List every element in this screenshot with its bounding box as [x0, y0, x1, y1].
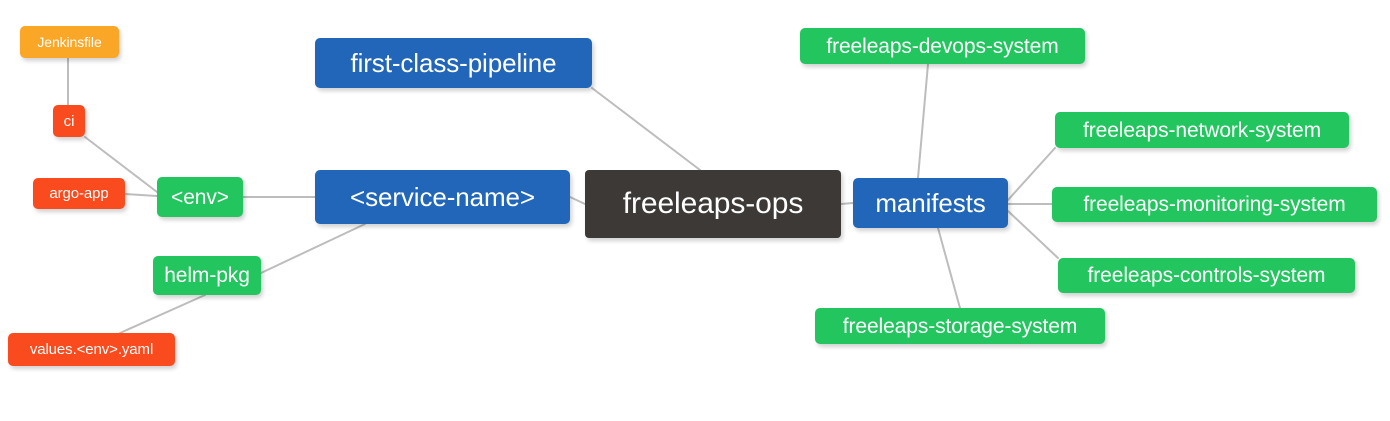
edge-freeleaps-ops-to-service-name: [569, 196, 586, 205]
mindmap-node-freeleaps-storage-system[interactable]: freeleaps-storage-system: [815, 308, 1105, 344]
edge-manifests-to-freeleaps-storage-system: [937, 227, 961, 309]
node-label: freeleaps-monitoring-system: [1083, 193, 1346, 216]
edge-env-to-argo-app: [124, 193, 158, 197]
node-label: freeleaps-devops-system: [826, 34, 1059, 58]
edge-freeleaps-ops-to-manifests: [840, 202, 854, 205]
edge-manifests-to-freeleaps-devops-system: [917, 63, 929, 179]
node-label: Jenkinsfile: [37, 34, 102, 50]
node-label: freeleaps-controls-system: [1087, 264, 1326, 287]
node-label: freeleaps-ops: [622, 187, 804, 220]
edge-helm-pkg-to-values-env-yaml: [119, 294, 206, 334]
node-label: freeleaps-network-system: [1082, 118, 1321, 142]
node-label: argo-app: [49, 185, 109, 202]
node-label: <env>: [171, 185, 229, 209]
mindmap-node-service-name[interactable]: <service-name>: [315, 170, 570, 224]
mindmap-node-argo-app[interactable]: argo-app: [33, 178, 125, 209]
edge-service-name-to-helm-pkg: [260, 223, 366, 274]
node-label: ci: [63, 112, 75, 130]
mindmap-node-freeleaps-ops[interactable]: freeleaps-ops: [585, 170, 841, 238]
node-label: manifests: [875, 188, 986, 218]
mindmap-node-jenkinsfile[interactable]: Jenkinsfile: [20, 26, 119, 58]
mindmap-node-freeleaps-network-system[interactable]: freeleaps-network-system: [1055, 112, 1349, 148]
edge-manifests-to-freeleaps-network-system: [1007, 147, 1056, 201]
mindmap-node-values-env-yaml[interactable]: values.<env>.yaml: [8, 333, 175, 366]
mindmap-node-ci[interactable]: ci: [53, 105, 85, 137]
mindmap-node-first-class-pipeline[interactable]: first-class-pipeline: [315, 38, 592, 88]
edge-freeleaps-ops-to-first-class-pipeline: [591, 87, 701, 171]
mindmap-node-freeleaps-devops-system[interactable]: freeleaps-devops-system: [800, 28, 1085, 64]
node-label: freeleaps-storage-system: [842, 314, 1078, 338]
mindmap-node-helm-pkg[interactable]: helm-pkg: [153, 256, 261, 295]
mindmap-node-env[interactable]: <env>: [157, 177, 243, 217]
mindmap-node-manifests[interactable]: manifests: [853, 178, 1008, 228]
mindmap-node-freeleaps-controls-system[interactable]: freeleaps-controls-system: [1058, 258, 1355, 293]
mindmap-node-freeleaps-monitoring-system[interactable]: freeleaps-monitoring-system: [1052, 187, 1377, 222]
node-label: <service-name>: [349, 182, 536, 212]
edge-manifests-to-freeleaps-controls-system: [1007, 210, 1059, 259]
node-label: values.<env>.yaml: [29, 341, 154, 358]
node-label: first-class-pipeline: [350, 48, 557, 78]
node-label: helm-pkg: [164, 264, 250, 287]
